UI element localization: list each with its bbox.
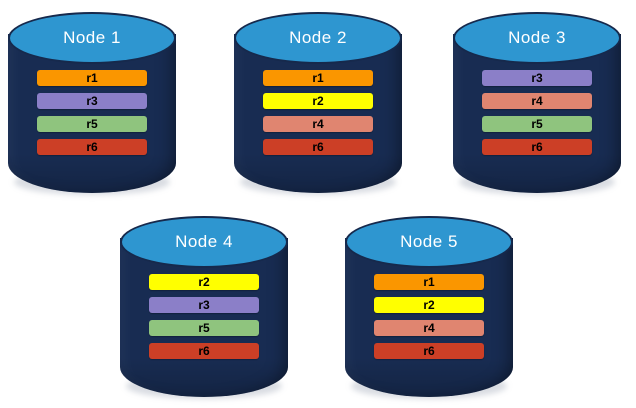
replica-bar[interactable]: r2: [374, 297, 484, 313]
node-label: Node 1: [63, 27, 121, 47]
replica-label: r4: [531, 94, 543, 108]
node-label: Node 5: [400, 231, 458, 251]
node-label: Node 4: [175, 231, 233, 251]
replica-label: r5: [198, 321, 210, 335]
replica-list: r3 r4 r5 r6: [482, 70, 592, 155]
replica-label: r2: [312, 94, 324, 108]
replica-bar[interactable]: r2: [149, 274, 259, 290]
replica-label: r6: [198, 344, 210, 358]
cylinder-top-cap: Node 3: [453, 12, 621, 64]
replica-label: r3: [198, 298, 210, 312]
replica-label: r1: [86, 71, 98, 85]
replica-label: r6: [86, 140, 98, 154]
replica-label: r1: [423, 275, 435, 289]
replica-label: r3: [531, 71, 543, 85]
node-label: Node 2: [289, 27, 347, 47]
replica-bar[interactable]: r5: [149, 320, 259, 336]
replica-label: r4: [423, 321, 435, 335]
replica-label: r3: [86, 94, 98, 108]
replica-bar[interactable]: r1: [37, 70, 147, 86]
replica-list: r2 r3 r5 r6: [149, 274, 259, 359]
replica-bar[interactable]: r6: [263, 139, 373, 155]
replica-bar[interactable]: r4: [263, 116, 373, 132]
node-cylinder-5[interactable]: Node 5 r1 r2 r4 r6: [345, 212, 513, 399]
cylinder-top-cap: Node 5: [345, 216, 513, 268]
replica-list: r1 r2 r4 r6: [263, 70, 373, 155]
replica-bar[interactable]: r4: [482, 93, 592, 109]
replica-bar[interactable]: r6: [37, 139, 147, 155]
node-label: Node 3: [508, 27, 566, 47]
replica-bar[interactable]: r2: [263, 93, 373, 109]
node-cylinder-1[interactable]: Node 1 r1 r3 r5 r6: [8, 8, 176, 195]
replica-bar[interactable]: r6: [149, 343, 259, 359]
replica-bar[interactable]: r6: [374, 343, 484, 359]
replica-bar[interactable]: r3: [37, 93, 147, 109]
replica-bar[interactable]: r6: [482, 139, 592, 155]
cylinder-top-cap: Node 4: [120, 216, 288, 268]
replica-label: r5: [531, 117, 543, 131]
replica-label: r5: [86, 117, 98, 131]
replica-label: r2: [423, 298, 435, 312]
replica-label: r1: [312, 71, 324, 85]
node-cylinder-4[interactable]: Node 4 r2 r3 r5 r6: [120, 212, 288, 399]
node-cylinder-3[interactable]: Node 3 r3 r4 r5 r6: [453, 8, 621, 195]
replica-label: r4: [312, 117, 324, 131]
replica-list: r1 r3 r5 r6: [37, 70, 147, 155]
replica-label: r6: [531, 140, 543, 154]
replica-bar[interactable]: r5: [482, 116, 592, 132]
replica-bar[interactable]: r1: [374, 274, 484, 290]
replica-label: r2: [198, 275, 210, 289]
replica-label: r6: [312, 140, 324, 154]
replica-bar[interactable]: r3: [149, 297, 259, 313]
cylinder-top-cap: Node 1: [8, 12, 176, 64]
replica-bar[interactable]: r3: [482, 70, 592, 86]
replica-list: r1 r2 r4 r6: [374, 274, 484, 359]
cylinder-top-cap: Node 2: [234, 12, 402, 64]
replica-bar[interactable]: r4: [374, 320, 484, 336]
replica-bar[interactable]: r5: [37, 116, 147, 132]
node-cylinder-2[interactable]: Node 2 r1 r2 r4 r6: [234, 8, 402, 195]
replica-label: r6: [423, 344, 435, 358]
replica-bar[interactable]: r1: [263, 70, 373, 86]
